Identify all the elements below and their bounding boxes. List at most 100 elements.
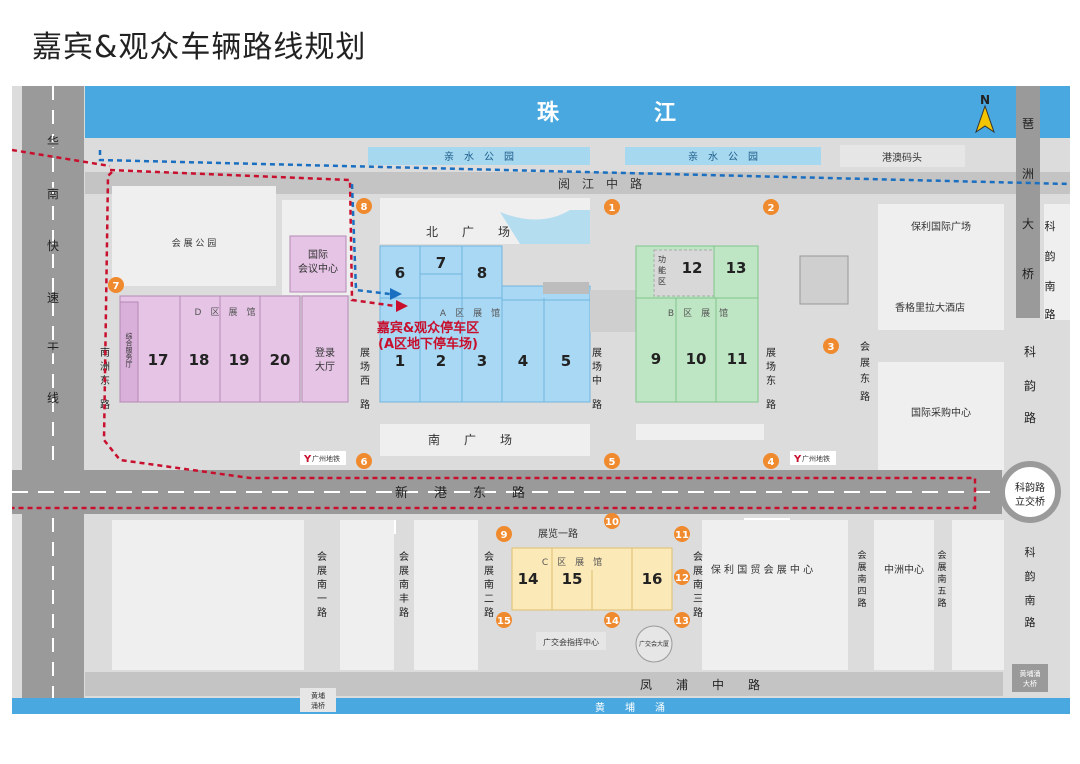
hall-20: 20 (270, 351, 291, 369)
svg-text:韵: 韵 (1045, 249, 1056, 263)
svg-text:15: 15 (497, 616, 511, 627)
svg-text:路: 路 (1045, 308, 1056, 321)
metro-icon-2: Y 广州地铁 (790, 451, 836, 465)
marker-8[interactable]: 8 (356, 198, 372, 214)
yuejiang-road-label: 阅 江 中 路 (558, 176, 642, 191)
huangpu-bridge-left (300, 688, 336, 712)
svg-text:南: 南 (1025, 594, 1036, 607)
svg-text:展: 展 (317, 565, 327, 577)
svg-text:会: 会 (857, 549, 866, 561)
svg-text:广州地铁: 广州地铁 (312, 454, 340, 463)
cmd-center-label: 广交会指挥中心 (543, 637, 599, 647)
svg-text:丰: 丰 (399, 592, 409, 605)
svg-text:会: 会 (484, 550, 494, 563)
svg-text:琶: 琶 (1022, 117, 1034, 131)
interchange-label-2: 立交桥 (1015, 495, 1045, 508)
svg-text:路: 路 (592, 398, 602, 411)
marker-13[interactable]: 13 (674, 612, 690, 628)
blue-arrow-icon (390, 288, 402, 300)
hall-16: 16 (642, 570, 663, 588)
svg-text:展: 展 (592, 347, 602, 359)
svg-text:5: 5 (609, 457, 616, 468)
intl-procure-block (878, 362, 1004, 470)
huangpu-creek (12, 698, 1070, 714)
svg-text:Y: Y (793, 454, 802, 465)
hzn2-label: 会 展 南 二 路 (484, 550, 494, 619)
svg-text:Y: Y (303, 454, 312, 465)
marker-12[interactable]: 12 (674, 569, 690, 585)
hall-10: 10 (686, 350, 707, 368)
b-zone (635, 297, 759, 403)
marker-10[interactable]: 10 (604, 513, 620, 529)
pearl-river (85, 86, 1070, 138)
b-hall-numbers: 12 13 9 10 11 (651, 259, 748, 368)
svg-text:南: 南 (857, 573, 866, 585)
marker-3[interactable]: 3 (823, 338, 839, 354)
marker-9[interactable]: 9 (496, 526, 512, 542)
hall-8: 8 (477, 264, 487, 282)
huangpu-creek-label: 黄 埔 涌 (595, 701, 665, 714)
svg-text:南: 南 (399, 578, 409, 591)
svg-text:西: 西 (360, 376, 370, 387)
svg-text:4: 4 (768, 457, 775, 468)
marker-15[interactable]: 15 (496, 612, 512, 628)
svg-text:会: 会 (317, 550, 327, 563)
svg-text:会: 会 (860, 340, 870, 353)
svg-text:干: 干 (47, 341, 59, 355)
marker-6[interactable]: 6 (356, 453, 372, 469)
compass-letter: N (980, 93, 990, 107)
marker-11[interactable]: 11 (674, 526, 690, 542)
pazhou-bridge (1016, 86, 1040, 318)
svg-text:路: 路 (1025, 616, 1036, 629)
b-south-plaza (636, 424, 764, 440)
svg-text:7: 7 (113, 281, 120, 292)
zhanlan-road-label: 展览一路 (538, 527, 578, 540)
hall-3: 3 (477, 352, 487, 370)
function-area (653, 249, 715, 297)
svg-text:科: 科 (1025, 545, 1036, 559)
route-red-loop (12, 171, 977, 510)
hall-7: 7 (436, 254, 446, 272)
marker-4[interactable]: 4 (763, 453, 779, 469)
svg-text:速: 速 (47, 291, 59, 305)
c-hall-numbers: 14 15 16 (518, 570, 663, 588)
function-area-label: 功 能 区 (658, 254, 666, 286)
north-plaza-label: 北 广 场 (426, 225, 510, 239)
svg-text:11: 11 (675, 530, 689, 541)
svg-text:14: 14 (605, 616, 619, 627)
svg-text:2: 2 (768, 203, 775, 214)
zhanchangxi-label: 展 场 西 路 (360, 347, 370, 411)
marker-1[interactable]: 1 (604, 199, 620, 215)
svg-text:一: 一 (317, 594, 327, 605)
svg-text:展: 展 (857, 562, 866, 573)
svg-text:路: 路 (360, 398, 370, 411)
intl-procure-label: 国际采购中心 (911, 406, 971, 419)
marker-7[interactable]: 7 (108, 277, 124, 293)
svg-text:展: 展 (399, 565, 409, 577)
huizhandong-label: 会 展 东 路 (860, 340, 870, 403)
svg-text:南: 南 (484, 578, 494, 591)
svg-text:五: 五 (937, 587, 946, 597)
hall-17: 17 (148, 351, 169, 369)
marker-2[interactable]: 2 (763, 199, 779, 215)
svg-text:路: 路 (860, 390, 870, 403)
marker-5[interactable]: 5 (604, 453, 620, 469)
svg-text:路: 路 (766, 398, 776, 411)
svg-text:场: 场 (360, 360, 370, 373)
svg-text:13: 13 (675, 616, 689, 627)
river-label: 珠 (537, 101, 560, 126)
park-right-label: 亲 水 公 园 (688, 150, 758, 163)
svg-text:韵: 韵 (1025, 569, 1036, 583)
pazhou-bridge-label: 琶 洲 大 桥 (1022, 117, 1034, 281)
svg-text:洲: 洲 (1022, 167, 1034, 181)
interchange-label-1: 科韵路 (1015, 481, 1045, 494)
marker-14[interactable]: 14 (604, 612, 620, 628)
hall-1: 1 (395, 352, 405, 370)
registration-label-1: 登录 (315, 346, 335, 359)
svg-text:1: 1 (609, 203, 616, 214)
svg-text:8: 8 (361, 202, 368, 213)
block-east-n (1044, 204, 1070, 320)
svg-text:9: 9 (501, 530, 508, 541)
route-blue-parking (350, 183, 391, 296)
svg-text:展: 展 (937, 562, 946, 573)
